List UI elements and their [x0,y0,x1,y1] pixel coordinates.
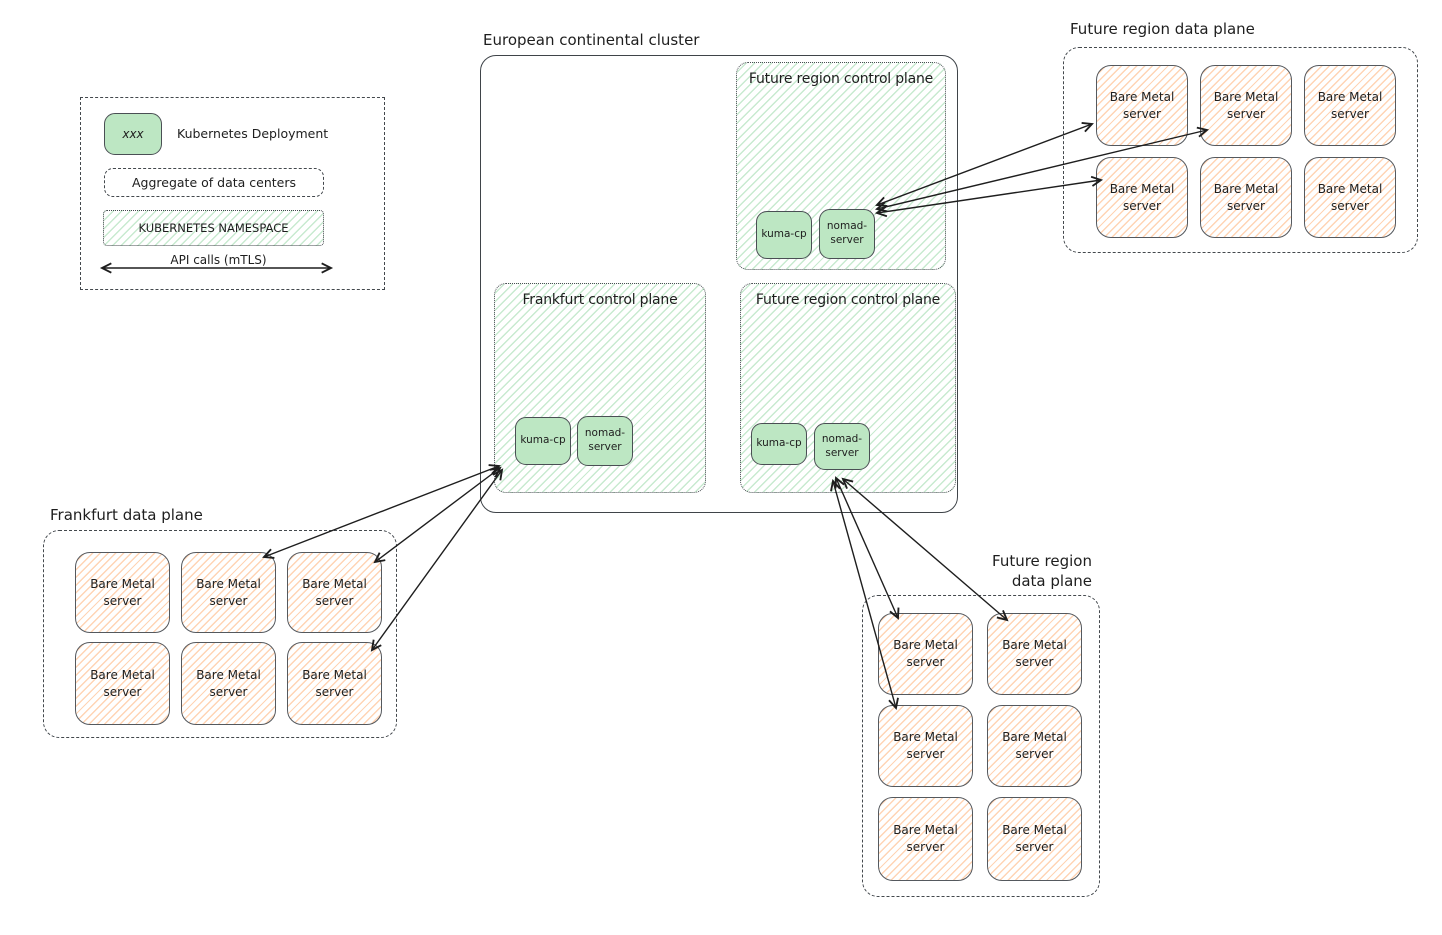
server-grid: Bare Metal server Bare Metal server Bare… [75,552,382,725]
data-plane-title-future-region-bottom: Future region data plane [992,552,1092,591]
server-grid: Bare Metal server Bare Metal server Bare… [878,613,1082,881]
bare-metal-server: Bare Metal server [1096,65,1188,146]
bare-metal-server: Bare Metal server [987,613,1082,695]
bare-metal-server: Bare Metal server [1200,65,1292,146]
aggregate-legend-label: Aggregate of data centers [131,175,296,190]
legend: xxx Kubernetes Deployment Aggregate of d… [80,97,385,290]
bare-metal-server: Bare Metal server [878,705,973,787]
namespace-title: Future region control plane [755,292,941,308]
bare-metal-server: Bare Metal server [1200,157,1292,238]
data-plane-title-future-region-top: Future region data plane [1070,20,1255,38]
deployment-nomad-server: nomad-server [577,416,633,466]
bare-metal-server: Bare Metal server [75,552,170,633]
bare-metal-server: Bare Metal server [987,797,1082,881]
deployment-kuma-cp: kuma-cp [756,211,812,259]
namespace-symbol-box: KUBERNETES NAMESPACE [103,210,324,246]
bare-metal-server: Bare Metal server [878,797,973,881]
server-grid: Bare Metal server Bare Metal server Bare… [1096,65,1396,238]
aggregate-symbol-box: Aggregate of data centers [104,168,324,197]
namespace-title: Frankfurt control plane [522,292,678,308]
bare-metal-server: Bare Metal server [75,642,170,725]
bare-metal-server: Bare Metal server [287,642,382,725]
deployment-nomad-server: nomad-server [814,423,870,470]
bare-metal-server: Bare Metal server [1304,157,1396,238]
bare-metal-server: Bare Metal server [181,552,276,633]
deployment-kuma-cp: kuma-cp [515,417,571,465]
namespace-legend-label: KUBERNETES NAMESPACE [138,221,289,235]
bare-metal-server: Bare Metal server [987,705,1082,787]
namespace-frankfurt-control-plane: Frankfurt control plane kuma-cp nomad-se… [494,283,706,493]
bare-metal-server: Bare Metal server [287,552,382,633]
bare-metal-server: Bare Metal server [1304,65,1396,146]
deployment-legend-label: Kubernetes Deployment [177,126,329,141]
data-plane-title-frankfurt: Frankfurt data plane [50,506,203,524]
namespace-future-region-control-plane-bottom: Future region control plane kuma-cp noma… [740,283,956,493]
deployment-symbol-box: xxx [104,113,162,155]
bare-metal-server: Bare Metal server [1096,157,1188,238]
bare-metal-server: Bare Metal server [878,613,973,695]
deployment-kuma-cp: kuma-cp [751,423,807,465]
bare-metal-server: Bare Metal server [181,642,276,725]
deployment-symbol-label: xxx [122,127,144,141]
deployment-nomad-server: nomad-server [819,209,875,259]
namespace-future-region-control-plane-top: Future region control plane kuma-cp noma… [736,62,946,270]
namespace-title: Future region control plane [748,71,934,87]
api-calls-label: API calls (mTLS) [170,253,267,267]
cluster-title: European continental cluster [483,31,700,49]
